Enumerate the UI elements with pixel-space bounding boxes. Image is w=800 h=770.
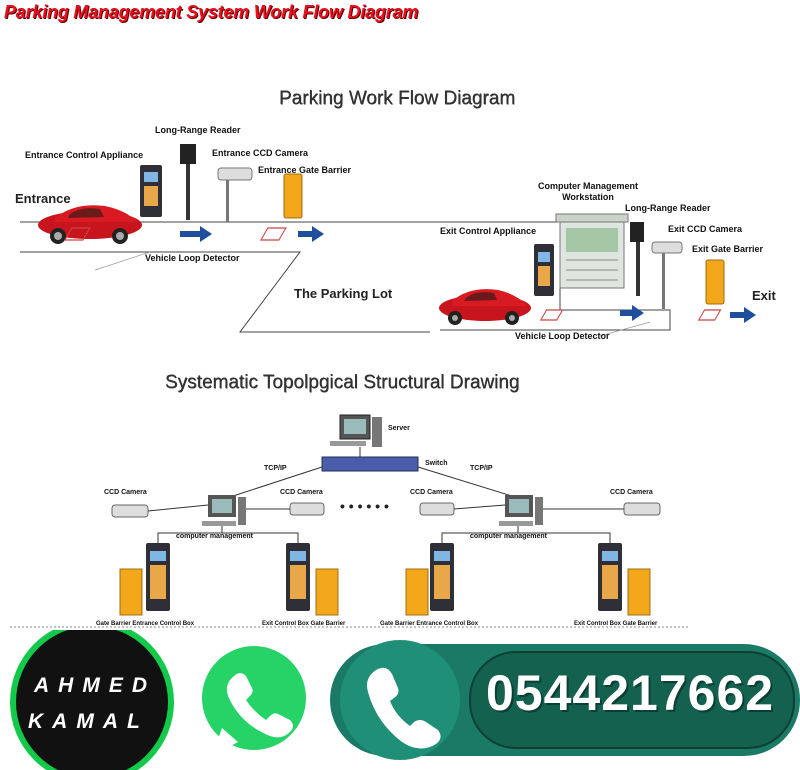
loop-detector bbox=[63, 227, 91, 241]
label-ccd-4: CCD Camera bbox=[610, 489, 653, 496]
label-vehicle-loop-exit: Vehicle Loop Detector bbox=[515, 331, 610, 341]
switch-icon bbox=[321, 456, 419, 472]
entry-car bbox=[38, 205, 142, 244]
label-ccd-1: CCD Camera bbox=[104, 489, 147, 496]
phone-number[interactable]: 0544217662 bbox=[486, 665, 775, 721]
label-exit-control: Exit Control Appliance bbox=[440, 226, 537, 236]
gate-barrier-icon bbox=[405, 568, 429, 616]
label-bottom-2: Exit Control Box Gate Barrier bbox=[262, 621, 346, 627]
page-title: Parking Management System Work Flow Diag… bbox=[4, 2, 419, 22]
server-icon bbox=[330, 414, 382, 447]
label-tcpip-left: TCP/IP bbox=[264, 465, 287, 472]
label-entrance-ccd: Entrance CCD Camera bbox=[212, 148, 309, 158]
arrow-icon bbox=[730, 307, 756, 323]
workflow-title: Parking Work Flow Diagram bbox=[279, 88, 516, 109]
arrow-icon bbox=[180, 226, 212, 242]
label-switch: Switch bbox=[425, 460, 448, 467]
exit-ccd-camera bbox=[651, 241, 683, 309]
exit-car bbox=[439, 289, 531, 325]
label-entrance-gate: Entrance Gate Barrier bbox=[258, 165, 352, 175]
computer-icon-right bbox=[499, 495, 543, 526]
exit-gate-barrier bbox=[705, 259, 725, 305]
label-bottom-3: Gate Barrier Entrance Control Box bbox=[380, 621, 479, 627]
phone-icon bbox=[367, 667, 441, 749]
label-parking-lot: The Parking Lot bbox=[294, 286, 393, 301]
label-long-range-reader-exit: Long-Range Reader bbox=[625, 203, 711, 213]
loop-detector bbox=[697, 309, 722, 321]
ccd-camera-icon bbox=[419, 502, 455, 516]
label-tcpip-right: TCP/IP bbox=[470, 465, 493, 472]
gate-barrier-icon bbox=[627, 568, 651, 616]
arrow-icon bbox=[620, 305, 644, 321]
label-exit-ccd: Exit CCD Camera bbox=[668, 224, 743, 234]
label-entrance: Entrance bbox=[15, 191, 71, 206]
label-workstation: Computer Management Workstation bbox=[537, 181, 638, 202]
gate-barrier-icon bbox=[119, 568, 143, 616]
label-vehicle-loop-entry: Vehicle Loop Detector bbox=[145, 253, 240, 263]
brand-line-1: AHMED bbox=[34, 674, 156, 697]
computer-icon-left bbox=[202, 495, 246, 526]
gate-barrier-icon bbox=[315, 568, 339, 616]
entrance-control-appliance bbox=[140, 165, 162, 217]
ccd-camera-icon bbox=[289, 502, 325, 516]
control-box-icon bbox=[286, 543, 310, 611]
label-exit-gate: Exit Gate Barrier bbox=[692, 244, 764, 254]
long-range-reader-exit bbox=[630, 222, 644, 296]
contact-banner bbox=[10, 630, 800, 770]
computer-management-workstation bbox=[555, 213, 629, 289]
label-dots: • • • • • • bbox=[340, 498, 389, 514]
long-range-reader-entry bbox=[180, 144, 196, 220]
loop-detector bbox=[259, 227, 287, 241]
road-outline bbox=[20, 251, 430, 333]
ccd-camera-icon bbox=[623, 502, 661, 516]
label-ccd-2: CCD Camera bbox=[280, 489, 323, 496]
whatsapp-icon bbox=[196, 640, 312, 756]
topology-diagram bbox=[10, 414, 690, 628]
workflow-diagram bbox=[20, 144, 756, 337]
loop-detector bbox=[539, 309, 564, 321]
label-bottom-4: Exit Control Box Gate Barrier bbox=[574, 621, 658, 627]
label-exit: Exit bbox=[752, 288, 776, 303]
entrance-ccd-camera bbox=[217, 167, 253, 222]
label-entrance-control: Entrance Control Appliance bbox=[25, 150, 144, 160]
topology-title: Systematic Topolpgical Structural Drawin… bbox=[165, 372, 520, 393]
arrow-icon bbox=[298, 226, 324, 242]
label-cm-right: computer management bbox=[470, 533, 548, 540]
label-long-range-reader-entry: Long-Range Reader bbox=[155, 125, 241, 135]
control-box-icon bbox=[430, 543, 454, 611]
label-server: Server bbox=[388, 425, 410, 432]
exit-control-appliance bbox=[534, 244, 554, 296]
label-bottom-1: Gate Barrier Entrance Control Box bbox=[96, 621, 195, 627]
ccd-camera-icon bbox=[111, 504, 149, 518]
label-cm-left: computer management bbox=[176, 533, 254, 540]
entrance-gate-barrier bbox=[283, 173, 303, 219]
control-box-icon bbox=[598, 543, 622, 611]
control-box-icon bbox=[146, 543, 170, 611]
label-ccd-3: CCD Camera bbox=[410, 489, 453, 496]
brand-line-2: KAMAL bbox=[28, 710, 149, 733]
